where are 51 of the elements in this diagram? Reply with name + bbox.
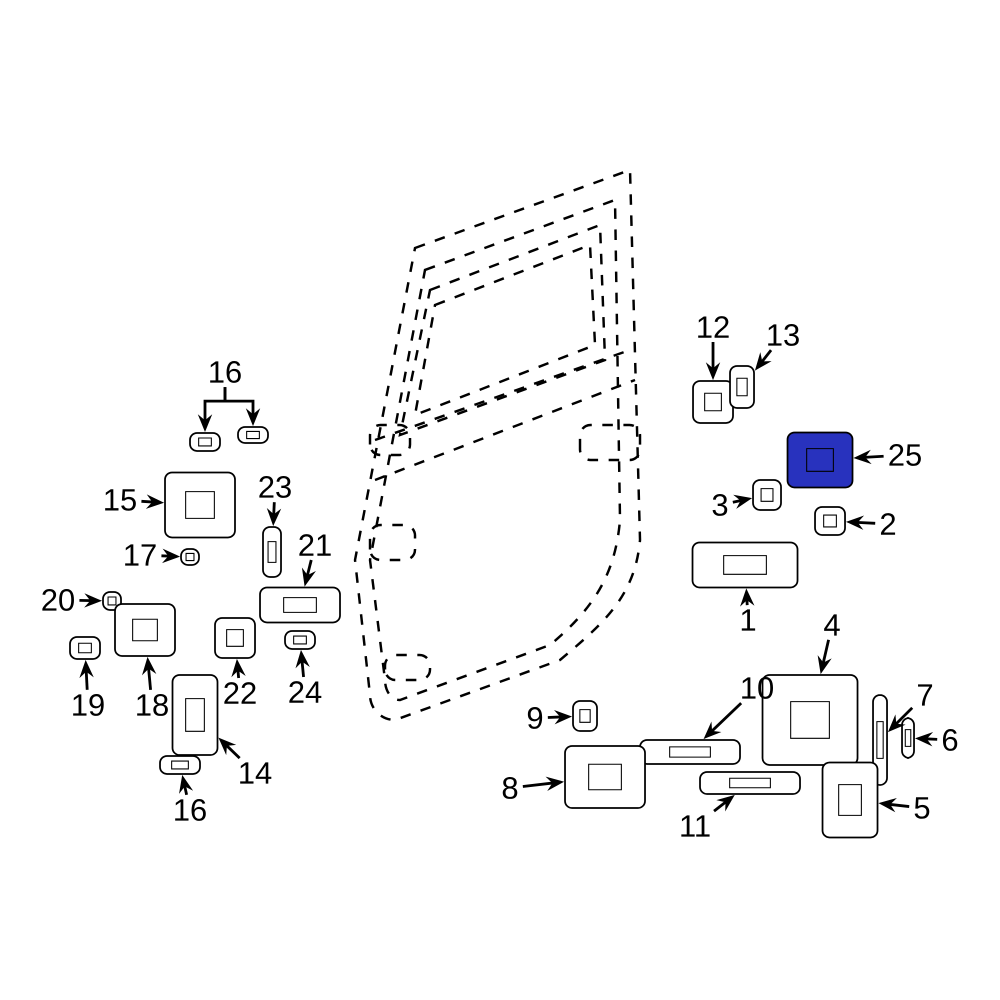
callout-number: 13 [768,324,799,346]
part-drawing [102,591,122,611]
callout-number: 21 [299,534,331,556]
part-drawing [752,479,782,511]
callout-number: 14 [240,762,272,784]
callout-number: 4 [824,614,840,636]
part-drawing [572,700,598,732]
part-drawing [639,739,741,765]
part-drawing [69,636,101,660]
part-drawing [259,586,341,624]
part-drawing [814,506,846,536]
part-drawing [901,717,915,759]
part-drawing [164,472,236,538]
part-drawing [822,762,878,838]
part-drawing [214,617,256,659]
callout-number: 16 [210,361,241,383]
part-drawing [564,745,646,809]
callout-number: 16 [175,799,206,821]
callout-number: 23 [259,476,291,498]
part-drawing [872,694,888,786]
callout-number: 22 [224,682,256,704]
callout-number: 12 [698,316,729,338]
callout-number: 17 [125,544,156,566]
callout-number: 20 [42,589,74,611]
part-drawing [729,365,755,409]
callout-number: 25 [889,444,921,466]
callout-number: 19 [73,694,104,716]
part-drawing [692,380,734,424]
part-drawing [159,755,201,775]
callout-number: 5 [914,797,930,819]
part-drawing [189,432,221,452]
part-drawing [284,630,316,650]
callout-number: 24 [289,681,322,703]
part-drawing [114,603,176,657]
part-drawing [172,674,218,756]
callout-number: 18 [137,694,168,716]
part-drawing [699,771,801,795]
callout-number: 7 [918,684,932,706]
callout-number: 6 [942,729,958,751]
part-drawing [180,548,200,566]
part-drawing [237,426,269,444]
callout-number: 9 [528,707,542,729]
callout-number: 1 [742,609,756,631]
part-drawing [786,432,854,488]
callout-number: 2 [880,513,896,535]
callout-number: 15 [105,489,136,511]
callout-number: 11 [681,815,710,837]
part-drawing [262,526,282,578]
callout-number: 8 [502,777,518,799]
part-drawing [692,542,798,588]
callout-number: 3 [712,494,728,516]
